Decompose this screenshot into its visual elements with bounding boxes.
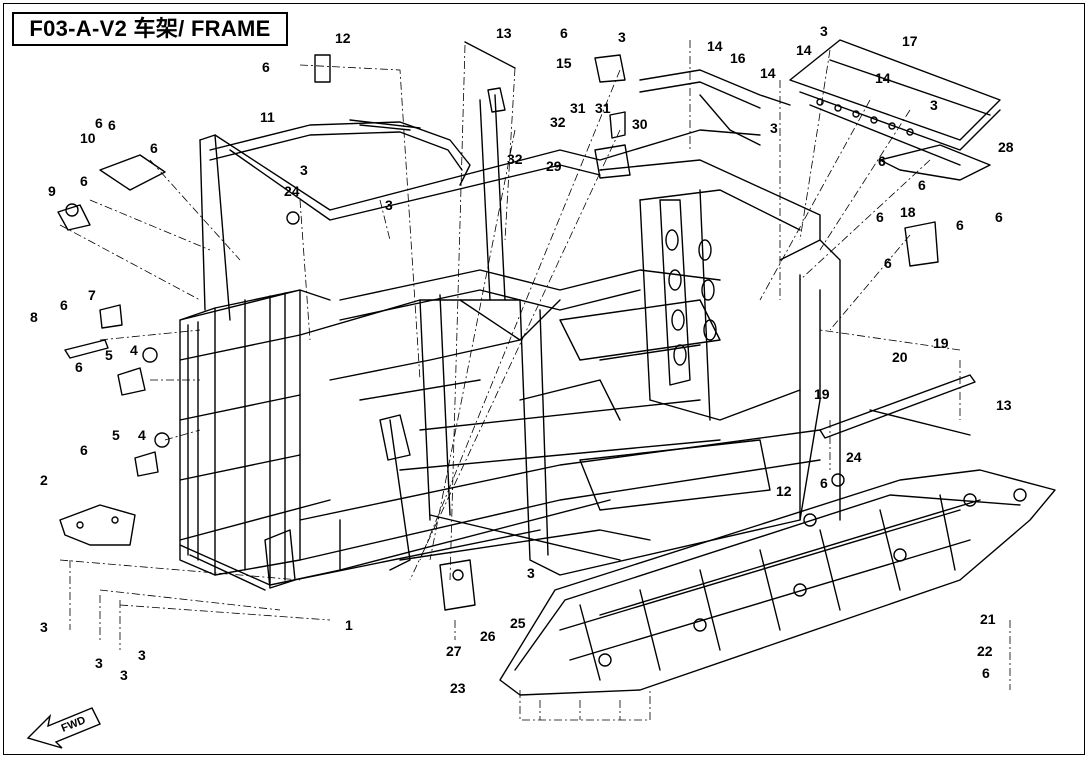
callout-23: 23 bbox=[450, 680, 466, 696]
callout-6: 6 bbox=[995, 209, 1003, 225]
plate-part-18 bbox=[904, 221, 939, 267]
callout-14: 14 bbox=[796, 42, 812, 58]
callout-19: 19 bbox=[814, 386, 830, 402]
callout-21: 21 bbox=[980, 611, 996, 627]
callout-6: 6 bbox=[80, 442, 88, 458]
callout-6: 6 bbox=[956, 217, 964, 233]
callout-25: 25 bbox=[510, 615, 526, 631]
callout-3: 3 bbox=[770, 120, 778, 136]
leader-lines bbox=[59, 40, 1011, 721]
callout-24: 24 bbox=[846, 449, 862, 465]
callout-6: 6 bbox=[918, 177, 926, 193]
callout-24: 24 bbox=[284, 183, 300, 199]
callout-10: 10 bbox=[80, 130, 96, 146]
callout-30: 30 bbox=[632, 116, 648, 132]
callout-7: 7 bbox=[88, 287, 96, 303]
callout-6: 6 bbox=[95, 115, 103, 131]
main-frame bbox=[179, 87, 841, 591]
callout-1: 1 bbox=[345, 617, 353, 633]
diagram-title: F03-A-V2 车架/ FRAME bbox=[29, 16, 271, 41]
callout-6: 6 bbox=[982, 665, 990, 681]
bracket-part-12 bbox=[314, 54, 331, 83]
callout-3: 3 bbox=[820, 23, 828, 39]
callout-13: 13 bbox=[496, 25, 512, 41]
mount-part-5 bbox=[117, 367, 159, 477]
callout-15: 15 bbox=[556, 55, 572, 71]
callout-27: 27 bbox=[446, 643, 462, 659]
callout-6: 6 bbox=[60, 297, 68, 313]
callout-6: 6 bbox=[80, 173, 88, 189]
callout-6: 6 bbox=[75, 359, 83, 375]
callout-16: 16 bbox=[730, 50, 746, 66]
bracket-part-29 bbox=[594, 111, 631, 179]
callout-20: 20 bbox=[892, 349, 908, 365]
callout-8: 8 bbox=[30, 309, 38, 325]
callout-3: 3 bbox=[618, 29, 626, 45]
callout-3: 3 bbox=[930, 97, 938, 113]
callout-14: 14 bbox=[707, 38, 723, 54]
bumper-part-24 bbox=[286, 211, 845, 487]
cap-part-4 bbox=[142, 347, 170, 448]
plate-part-28 bbox=[879, 144, 991, 181]
title-box bbox=[12, 12, 288, 46]
callout-6: 6 bbox=[820, 475, 828, 491]
callout-5: 5 bbox=[105, 347, 113, 363]
callout-18: 18 bbox=[900, 204, 916, 220]
callout-29: 29 bbox=[546, 158, 562, 174]
callout-6: 6 bbox=[108, 117, 116, 133]
callout-9: 9 bbox=[48, 183, 56, 199]
callout-31: 31 bbox=[570, 100, 586, 116]
callout-3: 3 bbox=[138, 647, 146, 663]
callout-19: 19 bbox=[933, 335, 949, 351]
callout-2: 2 bbox=[40, 472, 48, 488]
diagram-border bbox=[3, 3, 1085, 755]
bracket-part-25 bbox=[439, 559, 476, 611]
callout-4: 4 bbox=[138, 427, 146, 443]
rear-tube-part-16 bbox=[639, 69, 791, 146]
bracket-part-8 bbox=[64, 304, 123, 359]
callout-22: 22 bbox=[977, 643, 993, 659]
callout-6: 6 bbox=[560, 25, 568, 41]
callout-6: 6 bbox=[262, 59, 270, 75]
callout-6: 6 bbox=[150, 140, 158, 156]
callout-3: 3 bbox=[527, 565, 535, 581]
callout-32: 32 bbox=[507, 151, 523, 167]
bracket-part-15 bbox=[594, 54, 626, 83]
callout-3: 3 bbox=[40, 619, 48, 635]
callout-26: 26 bbox=[480, 628, 496, 644]
callout-14: 14 bbox=[875, 70, 891, 86]
callout-6: 6 bbox=[884, 255, 892, 271]
callout-12: 12 bbox=[335, 30, 351, 46]
callout-32: 32 bbox=[550, 114, 566, 130]
callout-28: 28 bbox=[998, 139, 1014, 155]
fwd-arrow: FWD bbox=[26, 707, 101, 749]
callout-6: 6 bbox=[878, 153, 886, 169]
callout-17: 17 bbox=[902, 33, 918, 49]
callout-12: 12 bbox=[776, 483, 792, 499]
callout-11: 11 bbox=[260, 109, 275, 125]
bracket-plate-part-10 bbox=[99, 154, 166, 191]
front-crossbar-part-11 bbox=[209, 119, 471, 186]
callout-31: 31 bbox=[595, 100, 611, 116]
callout-3: 3 bbox=[95, 655, 103, 671]
skid-plate-part-23 bbox=[499, 469, 1056, 696]
callout-5: 5 bbox=[112, 427, 120, 443]
callout-4: 4 bbox=[130, 342, 138, 358]
clamp-part-9 bbox=[57, 203, 91, 231]
callout-6: 6 bbox=[876, 209, 884, 225]
callout-14: 14 bbox=[760, 65, 776, 81]
callout-3: 3 bbox=[385, 197, 393, 213]
bracket-part-2 bbox=[59, 504, 136, 546]
callout-3: 3 bbox=[120, 667, 128, 683]
callout-3: 3 bbox=[300, 162, 308, 178]
callout-13: 13 bbox=[996, 397, 1012, 413]
crossbar-part-20 bbox=[464, 41, 976, 439]
